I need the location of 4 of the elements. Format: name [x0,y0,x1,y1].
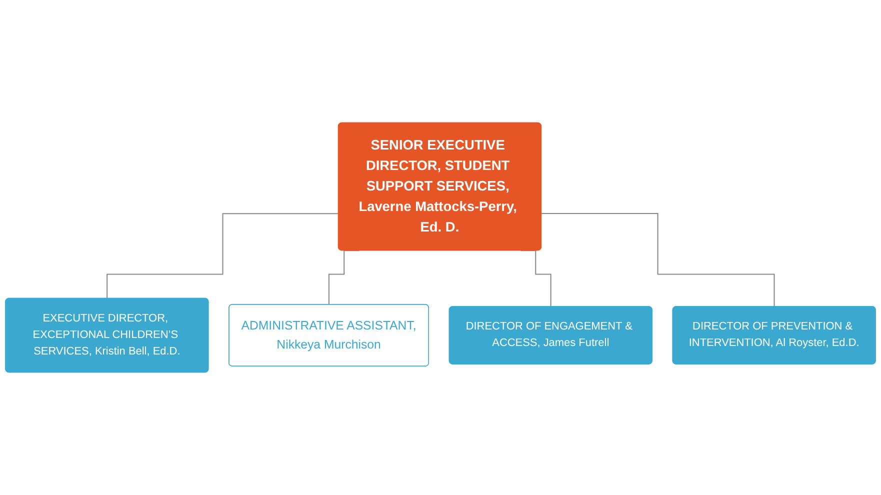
connector [328,250,360,306]
connector [520,250,552,308]
connector [106,213,339,300]
connector [542,212,775,308]
